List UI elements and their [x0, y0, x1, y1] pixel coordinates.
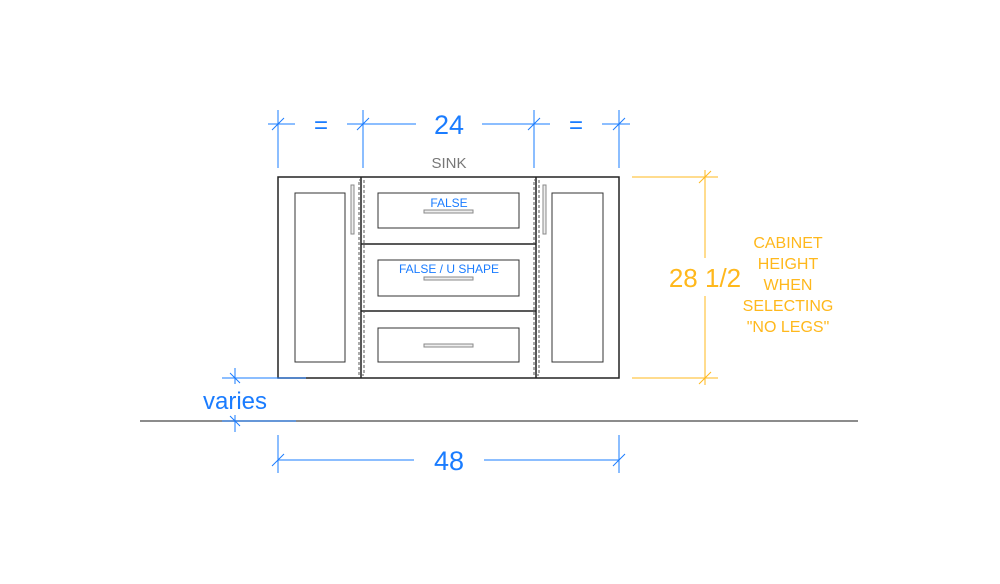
- height-note: CABINET HEIGHT WHEN SELECTING "NO LEGS": [743, 235, 834, 336]
- height-note-line: "NO LEGS": [747, 319, 830, 336]
- sink-label: SINK: [431, 155, 466, 172]
- toe-kick-label: varies: [203, 388, 267, 415]
- overall-width-dimension: 48: [271, 435, 626, 476]
- cabinet-height-dimension: 28 1/2: [632, 170, 741, 385]
- left-door-handle: [350, 184, 355, 235]
- height-note-line: CABINET: [753, 235, 823, 252]
- overall-width-label: 48: [434, 446, 464, 476]
- left-equal-label: =: [314, 112, 328, 139]
- height-note-line: HEIGHT: [758, 256, 819, 273]
- height-note-line: SELECTING: [743, 298, 834, 315]
- left-hinge-strip: [358, 179, 365, 376]
- top-drawer-label: FALSE: [430, 196, 467, 210]
- left-door-panel: [294, 192, 346, 363]
- cabinet-height-label: 28 1/2: [669, 263, 741, 293]
- toe-kick-dimension: varies: [203, 368, 306, 432]
- cabinet: FALSE FALSE / U SHAPE: [277, 176, 620, 379]
- bottom-drawer-handle: [423, 343, 474, 348]
- top-drawer-handle: [423, 209, 474, 214]
- bottom-drawer-front: [377, 327, 520, 363]
- height-note-line: WHEN: [764, 277, 813, 294]
- top-drawer-front: [377, 192, 520, 229]
- middle-drawer-handle: [423, 276, 474, 281]
- right-door-handle: [542, 184, 547, 235]
- right-door-panel: [551, 192, 604, 363]
- right-equal-label: =: [569, 112, 583, 139]
- right-hinge-strip: [533, 179, 540, 376]
- top-dimension-chain: = 24 =: [268, 108, 630, 168]
- sink-width-label: 24: [434, 110, 464, 140]
- middle-drawer-label: FALSE / U SHAPE: [399, 262, 499, 276]
- middle-drawer-front: [377, 259, 520, 297]
